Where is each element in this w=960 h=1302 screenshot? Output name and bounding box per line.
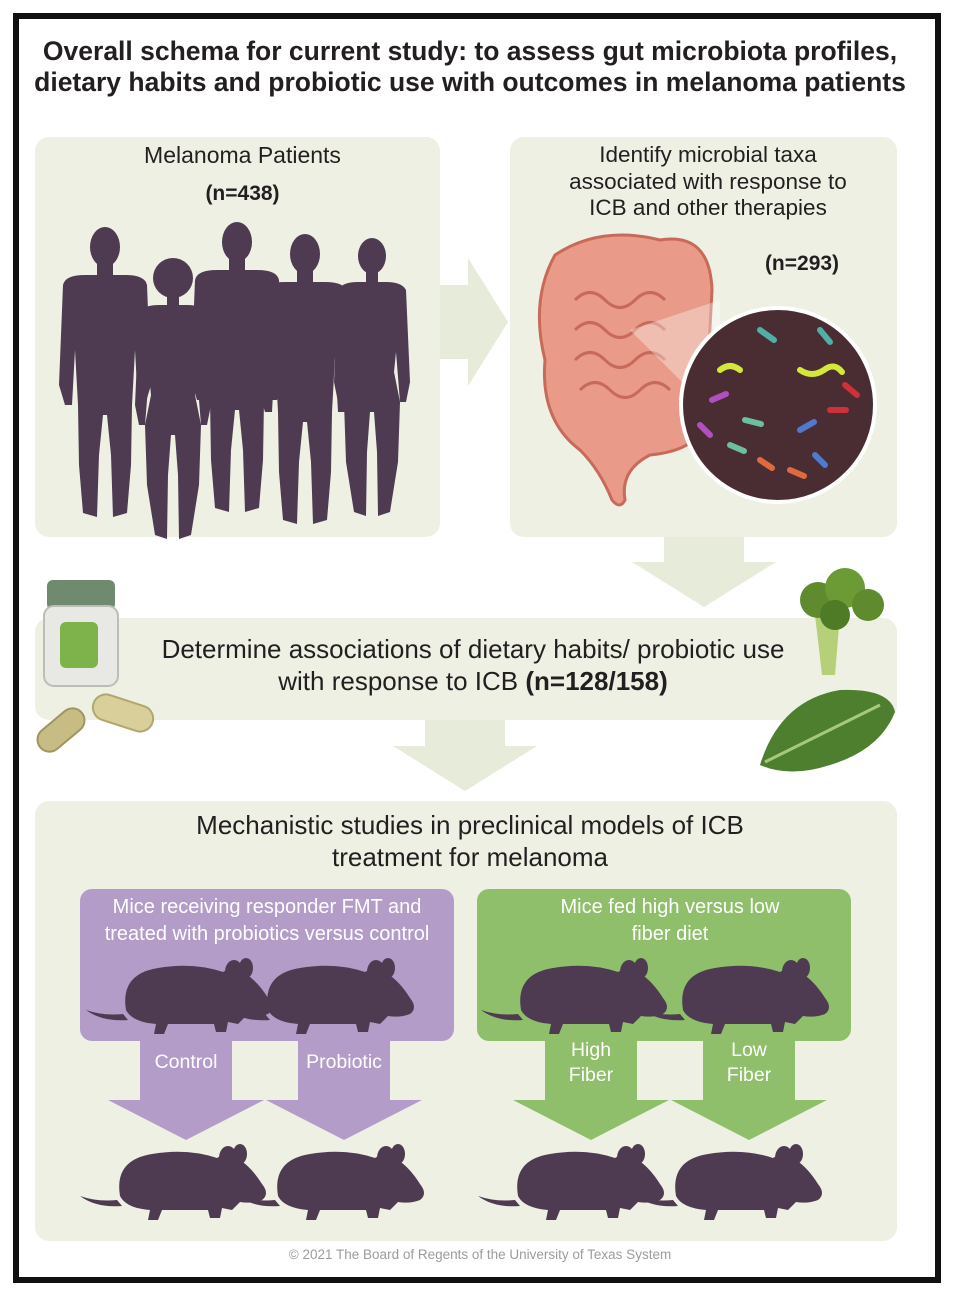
patients-count: (n=438) [205, 182, 280, 205]
capsule-icon [36, 693, 155, 753]
fiber-box-label: Mice fed high versus low fiber diet [560, 896, 780, 945]
arrow-down-taxa-to-diet [632, 536, 776, 607]
probiotic-box-label: Mice receiving responder FMT and treated… [104, 896, 430, 945]
control-arrow [108, 1040, 264, 1140]
low-fiber-arrow [671, 1035, 827, 1140]
high-fiber-label: High Fiber [568, 1039, 614, 1086]
patients-silhouettes [59, 222, 410, 539]
diet-count: (n=128/158) [525, 666, 668, 696]
diet-text: Determine associations of dietary habits… [148, 633, 798, 697]
mechanistic-heading: Mechanistic studies in preclinical model… [196, 810, 744, 872]
arrow-down-diet-to-mech [393, 720, 537, 791]
diet-description: Determine associations of dietary habits… [161, 634, 785, 696]
high-fiber-arrow [513, 1035, 669, 1140]
patients-heading: Melanoma Patients [144, 142, 341, 168]
mouse-icon [80, 1144, 266, 1220]
mouse-icon [238, 1144, 424, 1220]
supplement-bottle-icon [43, 580, 119, 687]
diet-panel [35, 618, 897, 720]
copyright-notice: © 2021 The Board of Regents of the Unive… [288, 1247, 672, 1262]
figure-title: Overall schema for current study: to ass… [34, 36, 906, 97]
taxa-heading: Identify microbial taxa associated with … [569, 142, 847, 220]
kale-leaf-icon [760, 689, 895, 772]
control-label: Control [154, 1051, 218, 1073]
microbe-circle [679, 306, 877, 504]
broccoli-icon [800, 568, 884, 675]
low-fiber-label: Low Fiber [726, 1039, 772, 1086]
mouse-icon [636, 1144, 822, 1220]
probiotic-arrow [266, 1040, 422, 1140]
arrow-right-patients-to-taxa [440, 258, 508, 386]
probiotic-label: Probiotic [306, 1051, 382, 1073]
taxa-count: (n=293) [764, 252, 840, 275]
microbe-icon [697, 327, 860, 479]
mouse-icon [478, 1144, 664, 1220]
